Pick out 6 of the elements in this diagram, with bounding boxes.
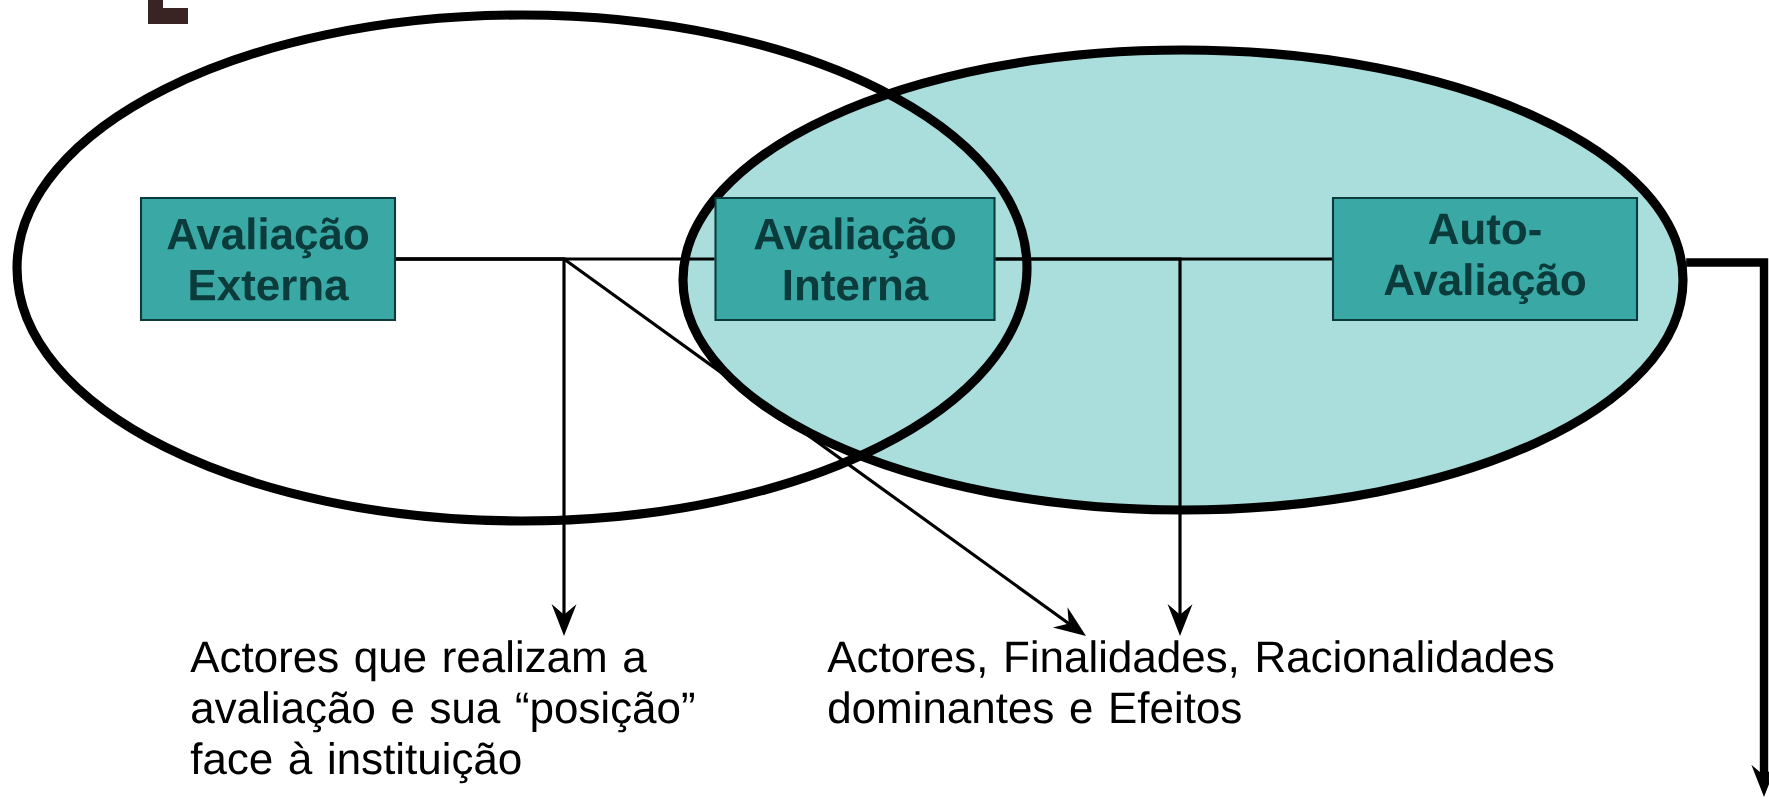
process-box: Avaliação Interna [714, 196, 996, 322]
note-text: Actores que realizam a avaliação e sua “posição” face à instituição [190, 640, 694, 784]
process-box: Avaliação Externa [139, 196, 397, 322]
ellipse-region [12, 10, 1032, 526]
process-box: Auto-Avaliação [1331, 196, 1639, 322]
note-text: Actores, Finalidades, Racionalidades dominantes e Efeitos [827, 640, 1554, 724]
